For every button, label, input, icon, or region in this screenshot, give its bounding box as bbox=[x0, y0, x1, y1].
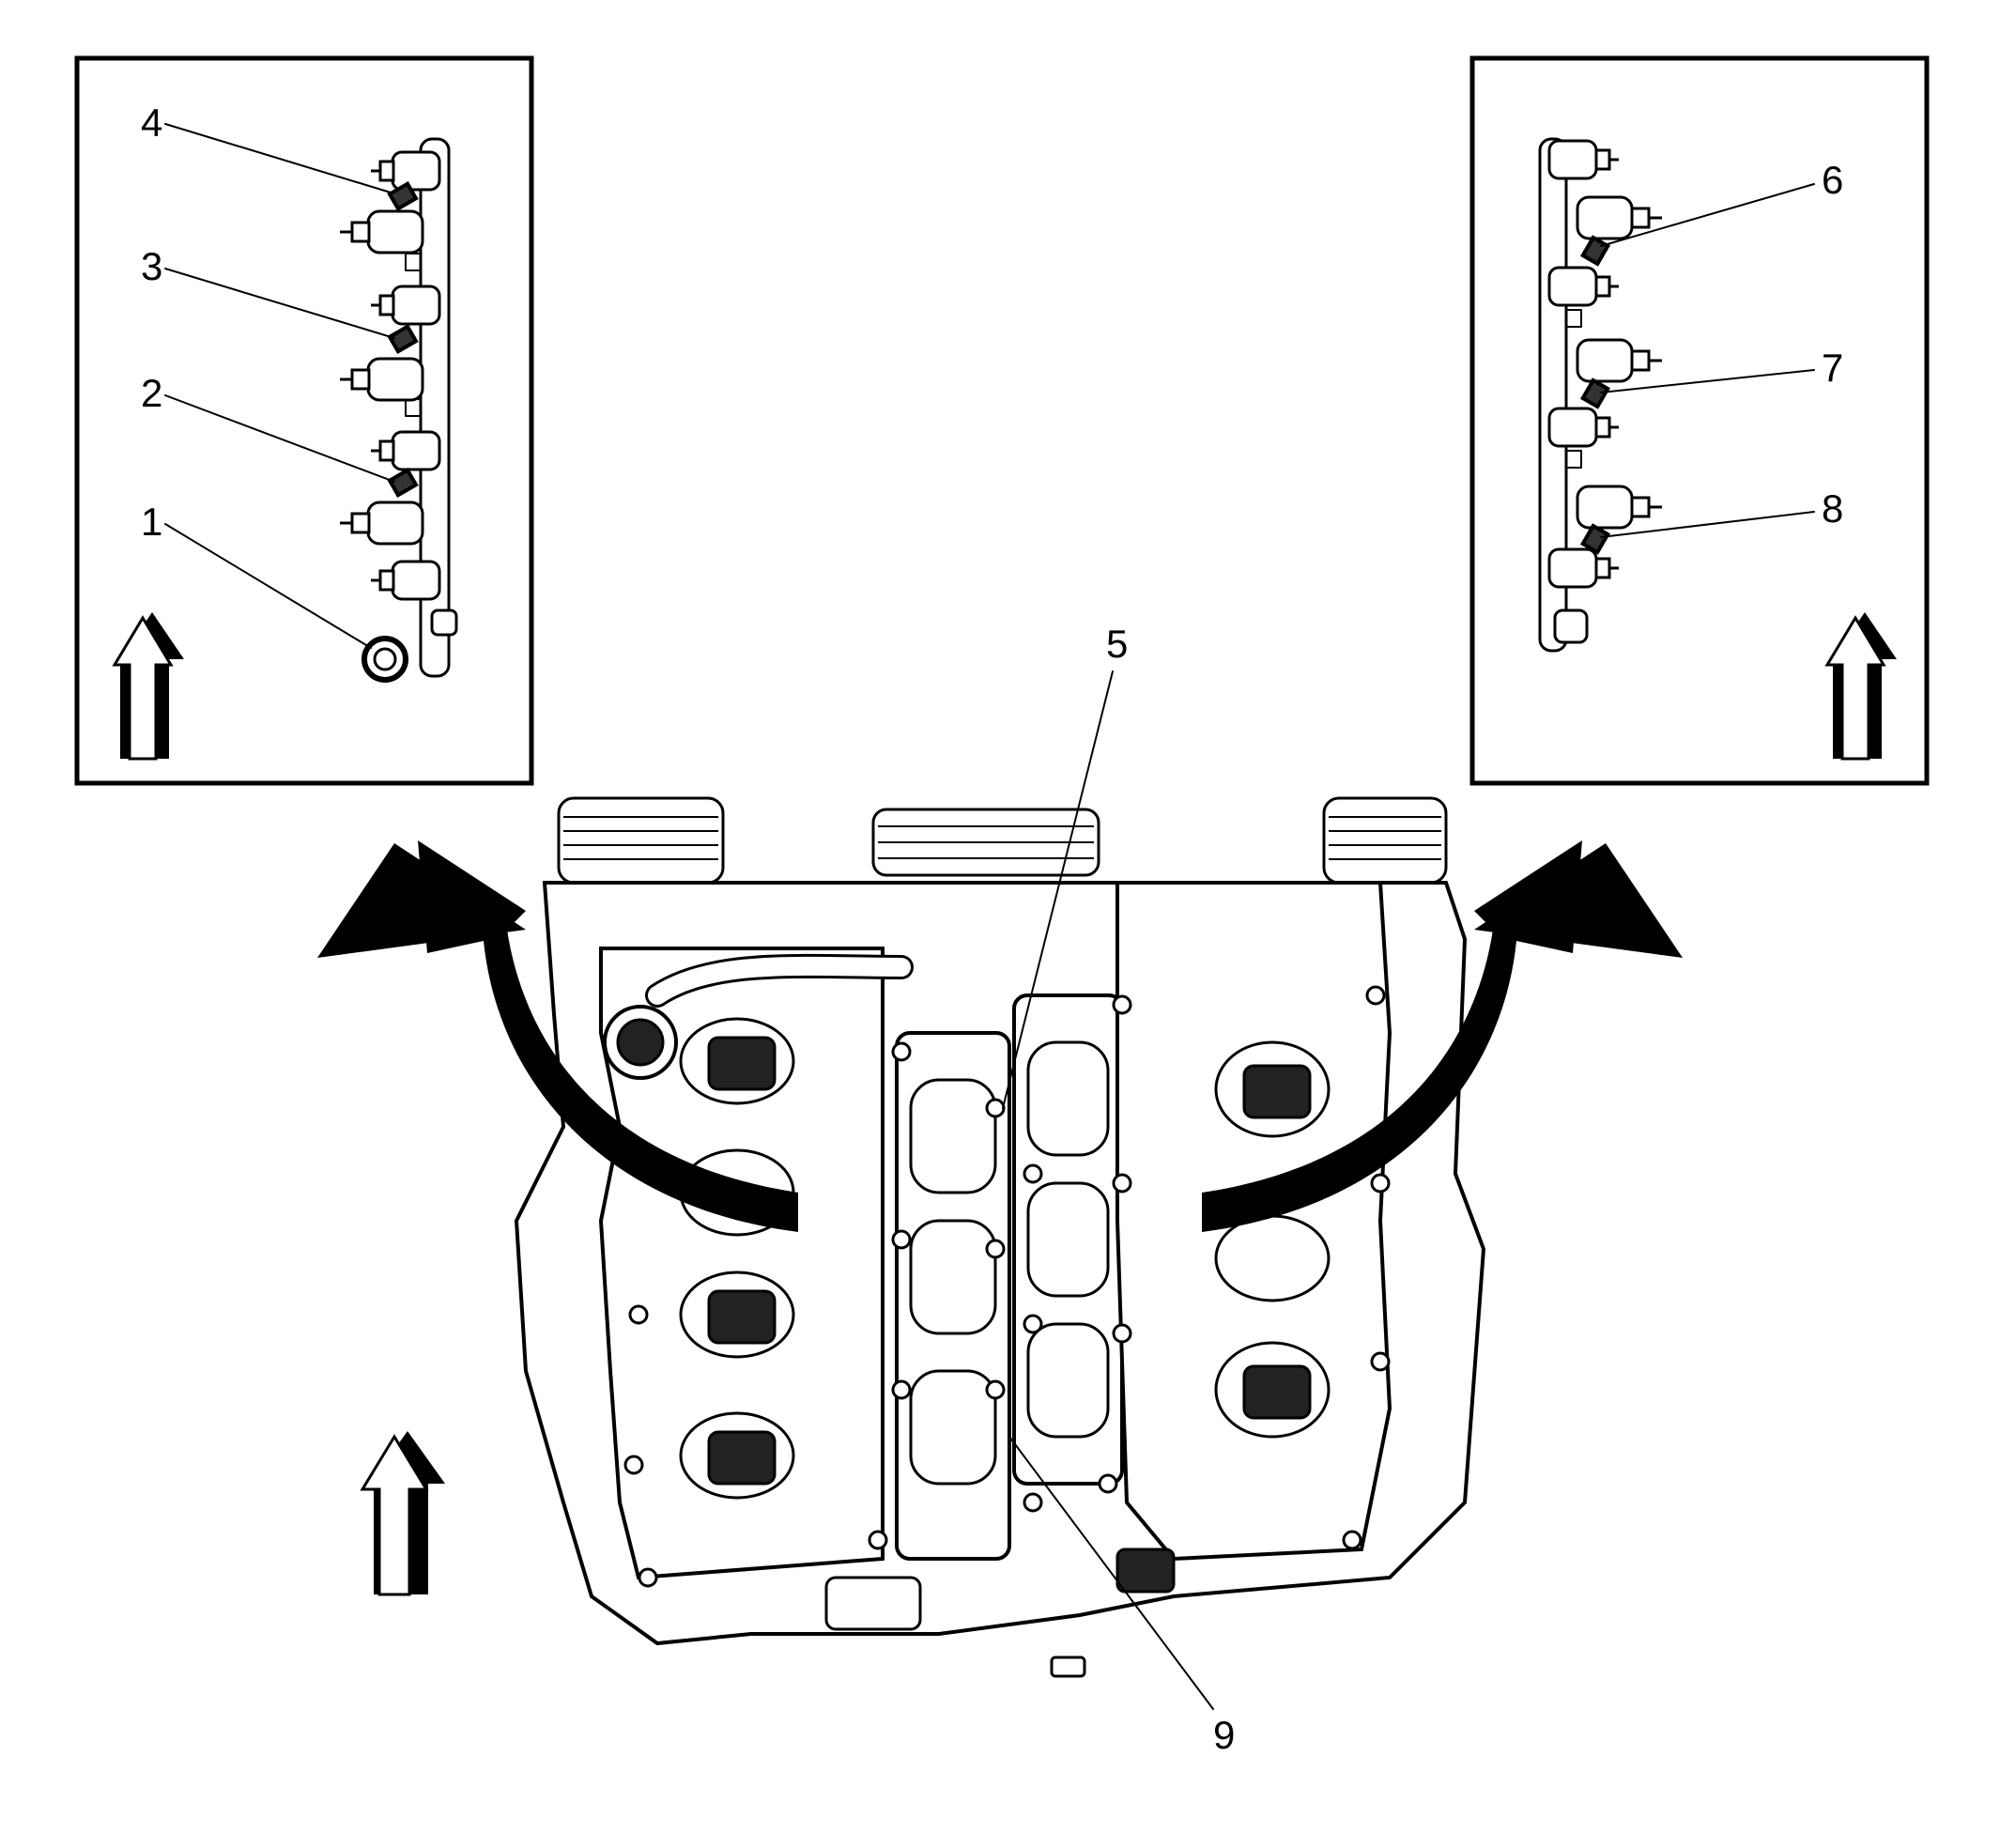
right-fuel-rail-inset: 6 7 8 bbox=[1469, 55, 1930, 786]
left-injector-group bbox=[340, 150, 458, 637]
callout-1: 1 bbox=[141, 500, 162, 544]
front-direction-arrow-icon bbox=[112, 612, 184, 761]
callout-3: 3 bbox=[141, 244, 162, 288]
callout-8: 8 bbox=[1822, 486, 1843, 531]
rotate-right-arrow-icon bbox=[1202, 840, 1582, 1232]
callout-5: 5 bbox=[1106, 622, 1128, 666]
callout-7: 7 bbox=[1822, 346, 1843, 390]
right-injector-group bbox=[1547, 139, 1662, 644]
callout-6: 6 bbox=[1822, 158, 1843, 202]
front-direction-arrow-icon bbox=[360, 1431, 445, 1596]
engine-assembly bbox=[514, 796, 1486, 1678]
front-direction-arrow-icon bbox=[1824, 612, 1897, 761]
callout-9: 9 bbox=[1213, 1713, 1235, 1757]
callout-2: 2 bbox=[141, 371, 162, 415]
callout-4: 4 bbox=[141, 100, 162, 145]
rotate-left-arrow-icon bbox=[418, 840, 798, 1232]
left-fuel-rail-inset: 4 3 2 1 bbox=[74, 55, 534, 786]
